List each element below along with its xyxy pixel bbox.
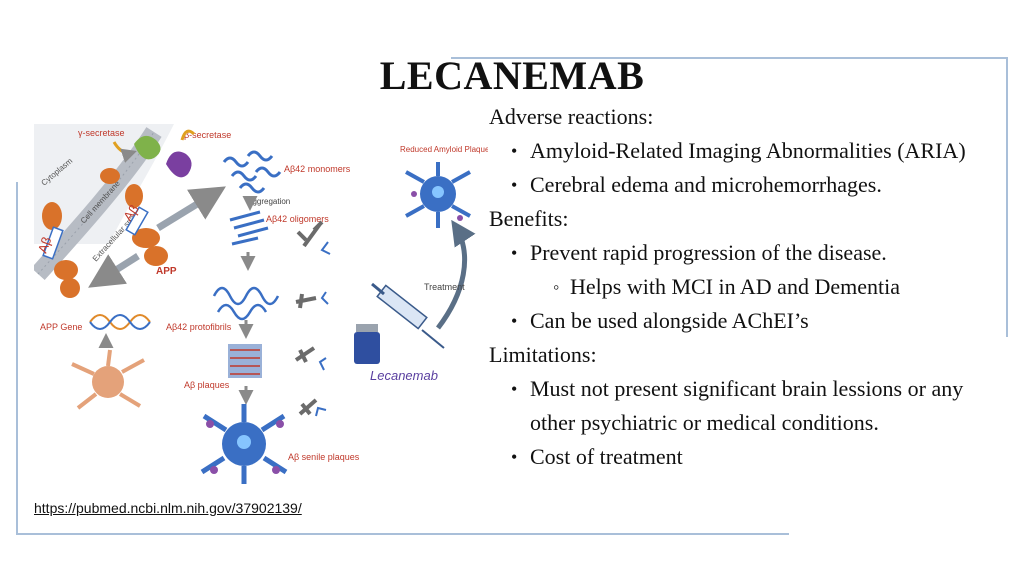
oligomers-label: Aβ42 oligomers — [266, 214, 329, 224]
vial-icon — [354, 324, 380, 364]
limitation-item-lesions: Must not present significant brain lessi… — [489, 372, 989, 440]
oligomers-icon — [229, 210, 269, 246]
source-link[interactable]: https://pubmed.ncbi.nlm.nih.gov/37902139… — [34, 500, 302, 516]
adverse-reactions-heading: Adverse reactions: — [489, 104, 654, 129]
lecanemab-drug-label: Lecanemab — [370, 368, 438, 383]
protofibrils-label: Aβ42 protofibrils — [166, 322, 232, 332]
app-protein-icon — [42, 168, 168, 298]
treatment-label: Treatment — [424, 282, 465, 292]
plaques-icon — [228, 344, 262, 378]
senile-plaque-neuron-icon — [200, 404, 288, 484]
beta-secretase-icon — [166, 151, 192, 178]
adverse-item-edema: Cerebral edema and microhemorrhages. — [489, 168, 989, 202]
reduced-plaques-label: Reduced Amyloid Plaques — [400, 145, 488, 154]
frame-bottom-line — [16, 533, 789, 535]
app-gene-label: APP Gene — [40, 322, 82, 332]
plaques-label: Aβ plaques — [184, 380, 230, 390]
limitation-item-cost: Cost of treatment — [489, 440, 989, 474]
protofibrils-icon — [212, 286, 280, 321]
benefit-item-achei: Can be used alongside AChEI’s — [489, 304, 989, 338]
gamma-secretase-icon — [134, 135, 161, 160]
frame-top-line — [451, 57, 1008, 59]
abeta-label-lower: Aβ — [35, 235, 55, 255]
aggregation-label: aggregation — [248, 197, 290, 206]
adverse-item-aria: Amyloid-Related Imaging Abnormalities (A… — [489, 134, 989, 168]
frame-right-line — [1006, 57, 1008, 337]
beta-secretase-label: β-secretase — [184, 130, 231, 140]
limitations-heading: Limitations: — [489, 342, 597, 367]
amyloid-pathway-illustration: Cytoplasm Cell membrane Extracellular sp… — [34, 124, 488, 484]
monomers-label: Aβ42 monomers — [284, 164, 351, 174]
slide-body: Adverse reactions: Amyloid-Related Imagi… — [489, 100, 989, 474]
antibody-icons — [294, 220, 324, 416]
slide-title: LECANEMAB — [379, 53, 645, 98]
app-label: APP — [156, 266, 177, 277]
frame-left-line — [16, 182, 18, 535]
benefit-item-progression: Prevent rapid progression of the disease… — [489, 236, 989, 270]
gamma-secretase-label: γ-secretase — [78, 128, 125, 138]
syringe-icon — [371, 282, 445, 349]
dna-helix-icon — [89, 314, 151, 330]
monomers-icon — [222, 150, 282, 194]
reduced-plaques-neuron-icon — [405, 162, 471, 228]
benefit-subitem-mci: Helps with MCI in AD and Dementia — [489, 270, 989, 304]
orange-neuron-icon — [71, 349, 145, 410]
benefits-heading: Benefits: — [489, 206, 569, 231]
senile-plaques-label: Aβ senile plaques — [288, 452, 360, 462]
